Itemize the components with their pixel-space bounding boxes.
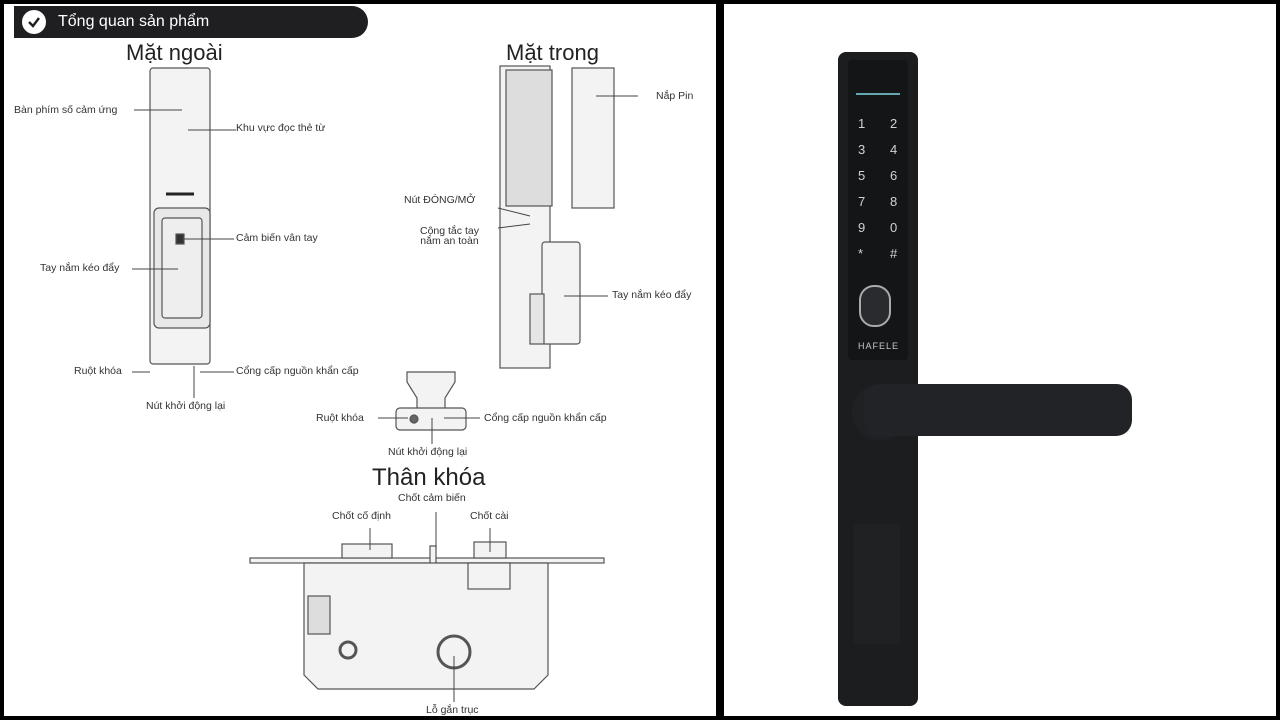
keypad-key: 1 [858, 116, 866, 131]
label-outer-reset: Nút khởi động lại [146, 400, 226, 412]
outer-face-heading: Mặt ngoài [126, 40, 223, 65]
keypad-key: 6 [890, 168, 898, 183]
inner-handle [541, 241, 581, 345]
label-outer-handle: Tay nắm kéo đẩy [40, 262, 120, 274]
banner-title: Tổng quan sản phẩm [58, 13, 210, 30]
battery-cover [571, 67, 615, 209]
label-outer-cylinder: Ruột khóa [74, 365, 122, 377]
inner-face-heading: Mặt trong [506, 40, 599, 65]
product-overview-diagram: Tổng quan sản phẩm [4, 4, 716, 716]
brand-logo: HAFELE [858, 341, 900, 351]
overview-banner: Tổng quan sản phẩm [14, 6, 368, 38]
label-fingerprint: Cảm biến vân tay [236, 232, 318, 244]
label-inner-handle: Tay nắm kéo đẩy [612, 289, 692, 301]
label-open-close: Nút ĐÓNG/MỞ [404, 194, 476, 206]
keypad-key: 5 [858, 168, 866, 183]
keypad-key: 7 [858, 194, 866, 209]
check-circle-icon [22, 10, 46, 34]
label-bottom-power-port: Cổng cấp nguồn khẩn cấp [484, 412, 607, 424]
keypad-key: 9 [858, 220, 866, 235]
lock-body-heading: Thân khóa [372, 464, 486, 491]
diagram-drawings [132, 65, 638, 702]
fingerprint-sensor [859, 285, 891, 327]
keypad-key: * [858, 246, 864, 261]
label-latch: Chốt cài [470, 510, 509, 522]
label-bottom-cylinder: Ruột khóa [316, 412, 364, 424]
label-spindle-hole: Lỗ gắn trục [426, 704, 479, 716]
label-safety-switch: Cộng tắc tay nắm an toàn [420, 225, 479, 247]
keypad-key: 3 [858, 142, 866, 157]
keypad-key: # [890, 246, 898, 261]
label-keypad: Bàn phím số cảm ứng [14, 104, 118, 116]
label-bottom-reset: Nút khởi động lại [388, 446, 468, 458]
smart-lock-photo [838, 52, 1132, 706]
label-outer-power-port: Cổng cấp nguồn khẩn cấp [236, 365, 359, 377]
bottom-knob [406, 371, 456, 411]
label-battery-cover: Nắp Pin [656, 90, 694, 102]
lever-handle [864, 384, 1132, 436]
keypad-key: 2 [890, 116, 898, 131]
lock-faceplate [249, 557, 605, 564]
keypad-key: 4 [890, 142, 898, 157]
label-safety-switch-line2: nắm an toàn [420, 235, 479, 247]
keypad-key: 0 [890, 220, 898, 235]
label-sensor-bolt: Chốt cảm biến [398, 492, 466, 504]
lock-body-case [303, 562, 549, 690]
label-card-reader: Khu vực đọc thẻ từ [236, 122, 326, 134]
label-safety-switch-line1: Cộng tắc tay [420, 225, 479, 237]
label-fixed-bolt: Chốt cố định [332, 510, 391, 522]
product-photo: 1 2 3 4 5 6 7 8 9 0 * # HAFELE [724, 4, 1276, 716]
keypad-key: 8 [890, 194, 898, 209]
